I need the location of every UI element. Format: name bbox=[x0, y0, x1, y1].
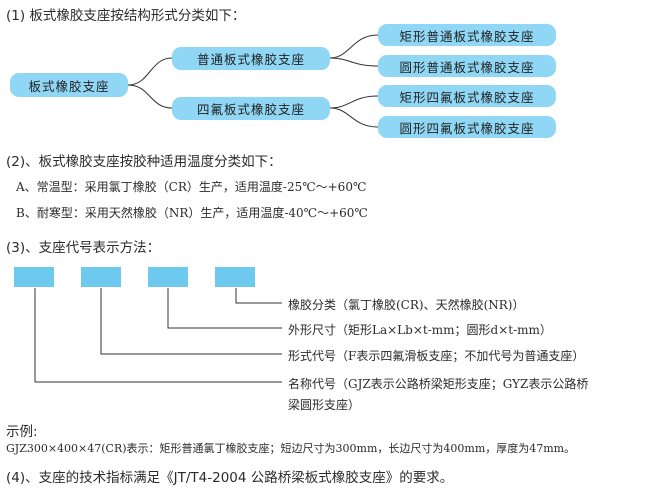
code-desc-rubber: 橡胶分类（氯丁橡胶(CR)、天然橡胶(NR)） bbox=[288, 298, 525, 312]
tree-branch-ptfe: 四氟板式橡胶支座 bbox=[172, 97, 330, 120]
code-desc-type: 形式代号（F表示四氟滑板支座；不加代号为普通支座） bbox=[288, 349, 585, 363]
code-box-rubber bbox=[215, 267, 255, 287]
example-label: 示例: bbox=[6, 424, 38, 440]
tree-branch-ordinary: 普通板式橡胶支座 bbox=[172, 47, 330, 70]
code-desc-name-cont: 梁圆形支座） bbox=[288, 398, 361, 412]
section4-heading: (4)、支座的技术指标满足《JT/T4-2004 公路桥梁板式橡胶支座》的要求。 bbox=[6, 470, 454, 486]
code-box-name bbox=[14, 267, 54, 287]
example-text: GJZ300×400×47(CR)表示：矩形普通氯丁橡胶支座；短边尺寸为300m… bbox=[6, 442, 576, 455]
section2-heading: (2)、板式橡胶支座按胶种适用温度分类如下： bbox=[6, 154, 282, 170]
temperature-type-b: B、耐寒型：采用天然橡胶（NR）生产，适用温度-40℃～+60℃ bbox=[16, 206, 368, 220]
code-box-size bbox=[148, 267, 188, 287]
tree-root-box: 板式橡胶支座 bbox=[10, 73, 128, 97]
code-desc-name: 名称代号（GJZ表示公路桥梁矩形支座；GYZ表示公路桥 bbox=[288, 377, 589, 391]
section1-heading: (1) 板式橡胶支座按结构形式分类如下： bbox=[6, 8, 246, 24]
section3-heading: (3)、支座代号表示方法： bbox=[6, 240, 161, 256]
temperature-type-a: A、常温型：采用氯丁橡胶（CR）生产，适用温度-25℃～+60℃ bbox=[16, 180, 367, 194]
code-desc-size: 外形尺寸（矩形La×Lb×t-mm；圆形d×t-mm） bbox=[288, 323, 552, 337]
tree-leaf-round-ordinary: 圆形普通板式橡胶支座 bbox=[378, 55, 556, 77]
code-box-type bbox=[81, 267, 121, 287]
tree-leaf-rect-ptfe: 矩形四氟板式橡胶支座 bbox=[378, 85, 556, 107]
tree-leaf-rect-ordinary: 矩形普通板式橡胶支座 bbox=[378, 24, 556, 46]
tree-leaf-round-ptfe: 圆形四氟板式橡胶支座 bbox=[378, 116, 556, 138]
